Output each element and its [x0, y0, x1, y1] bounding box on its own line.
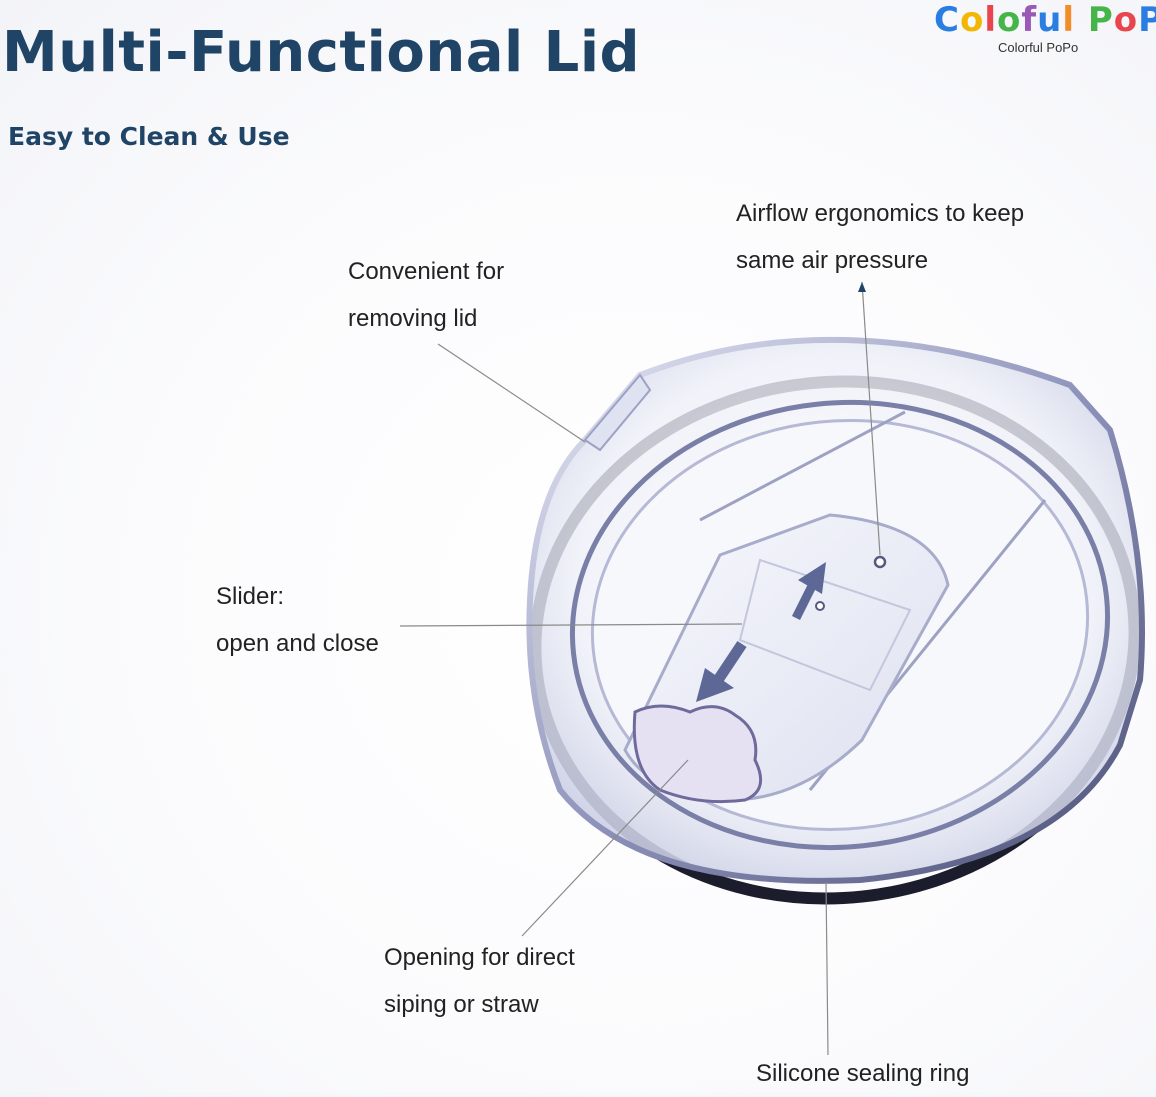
callout-slider-line1: Slider:	[216, 583, 285, 610]
leader-remove	[437, 343, 586, 443]
callout-airflow: Airflow ergonomics to keep same air pres…	[736, 190, 1024, 284]
leader-slider	[399, 623, 743, 627]
slider-arrow-up-icon	[791, 562, 826, 621]
logo-caption: Colorful PoPo	[998, 40, 1079, 55]
brand-logo: Coloful PoPo Colorful PoPo	[932, 0, 1156, 60]
page-title: Multi-Functional Lid	[2, 20, 641, 85]
callout-remove-lid: Convenient for removing lid	[348, 248, 504, 342]
slider-arrow-down-icon	[696, 640, 747, 702]
page-subtitle: Easy to Clean & Use	[8, 122, 290, 151]
callout-slider: Slider: open and close	[216, 573, 379, 667]
callout-opening-line1: Opening for direct	[384, 944, 575, 971]
slider-rail-top	[699, 410, 906, 522]
callout-ring-line1: Silicone sealing ring	[756, 1060, 970, 1087]
callout-remove-line1: Convenient for	[348, 258, 505, 285]
callout-remove-line2: removing lid	[348, 305, 478, 332]
callout-opening-line2: siping or straw	[384, 991, 539, 1018]
callout-airflow-line2: same air pressure	[736, 247, 929, 274]
airflow-hole	[873, 555, 887, 569]
leader-airflow	[861, 281, 881, 556]
callout-opening: Opening for direct siping or straw	[384, 934, 575, 1028]
callout-sealing-ring: Silicone sealing ring	[756, 1050, 969, 1097]
slider-ridge	[738, 558, 912, 692]
slider-pin-hole	[815, 601, 825, 611]
leader-opening	[521, 759, 689, 937]
callout-slider-line2: open and close	[216, 630, 379, 657]
logo-mark: Coloful PoPo	[934, 0, 1156, 40]
drinking-opening	[632, 704, 763, 804]
leader-ring	[825, 881, 829, 1056]
lid-removal-tab	[583, 373, 652, 452]
leader-airflow-arrowhead	[858, 282, 866, 292]
callout-airflow-line1: Airflow ergonomics to keep	[736, 200, 1025, 227]
lid-inner-rim	[569, 399, 1111, 851]
